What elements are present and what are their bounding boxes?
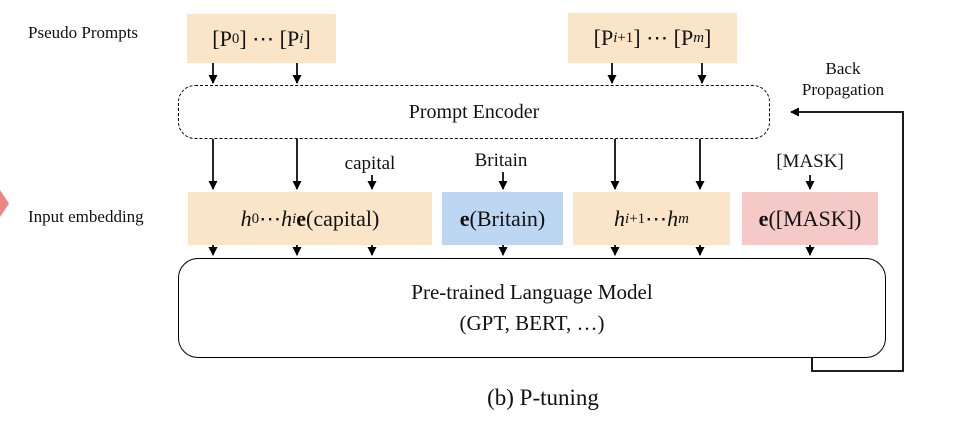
plm-title: Pre-trained Language Model [411, 280, 653, 304]
embedding-box-mask: e([MASK]) [742, 192, 878, 245]
word-label-mask: [MASK] [776, 151, 844, 172]
encoder-to-embedding-arrows [208, 139, 705, 190]
embedding-box-britain: e(Britain) [442, 192, 563, 245]
word-label-capital: capital [344, 153, 396, 174]
prompt-encoder-label: Prompt Encoder [408, 100, 540, 123]
back-propagation-label: Back Propagation [801, 59, 885, 99]
pretrained-language-model-box: Pre-trained Language Model (GPT, BERT, …… [178, 258, 886, 358]
pseudo-to-encoder-arrows [208, 63, 707, 84]
embedding-to-plm-arrows [208, 245, 815, 256]
word-label-britain: Britain [474, 150, 528, 171]
pseudo-prompts-label: Pseudo Prompts [28, 23, 139, 42]
input-embedding-label: Input embedding [28, 207, 144, 226]
plm-subtitle: (GPT, BERT, …) [459, 311, 605, 335]
word-to-embedding-arrows [367, 172, 815, 190]
side-transition-arrow-icon [0, 190, 9, 217]
figure-caption: (b) P-tuning [487, 385, 599, 410]
prompt-encoder-box: Prompt Encoder [178, 85, 770, 139]
